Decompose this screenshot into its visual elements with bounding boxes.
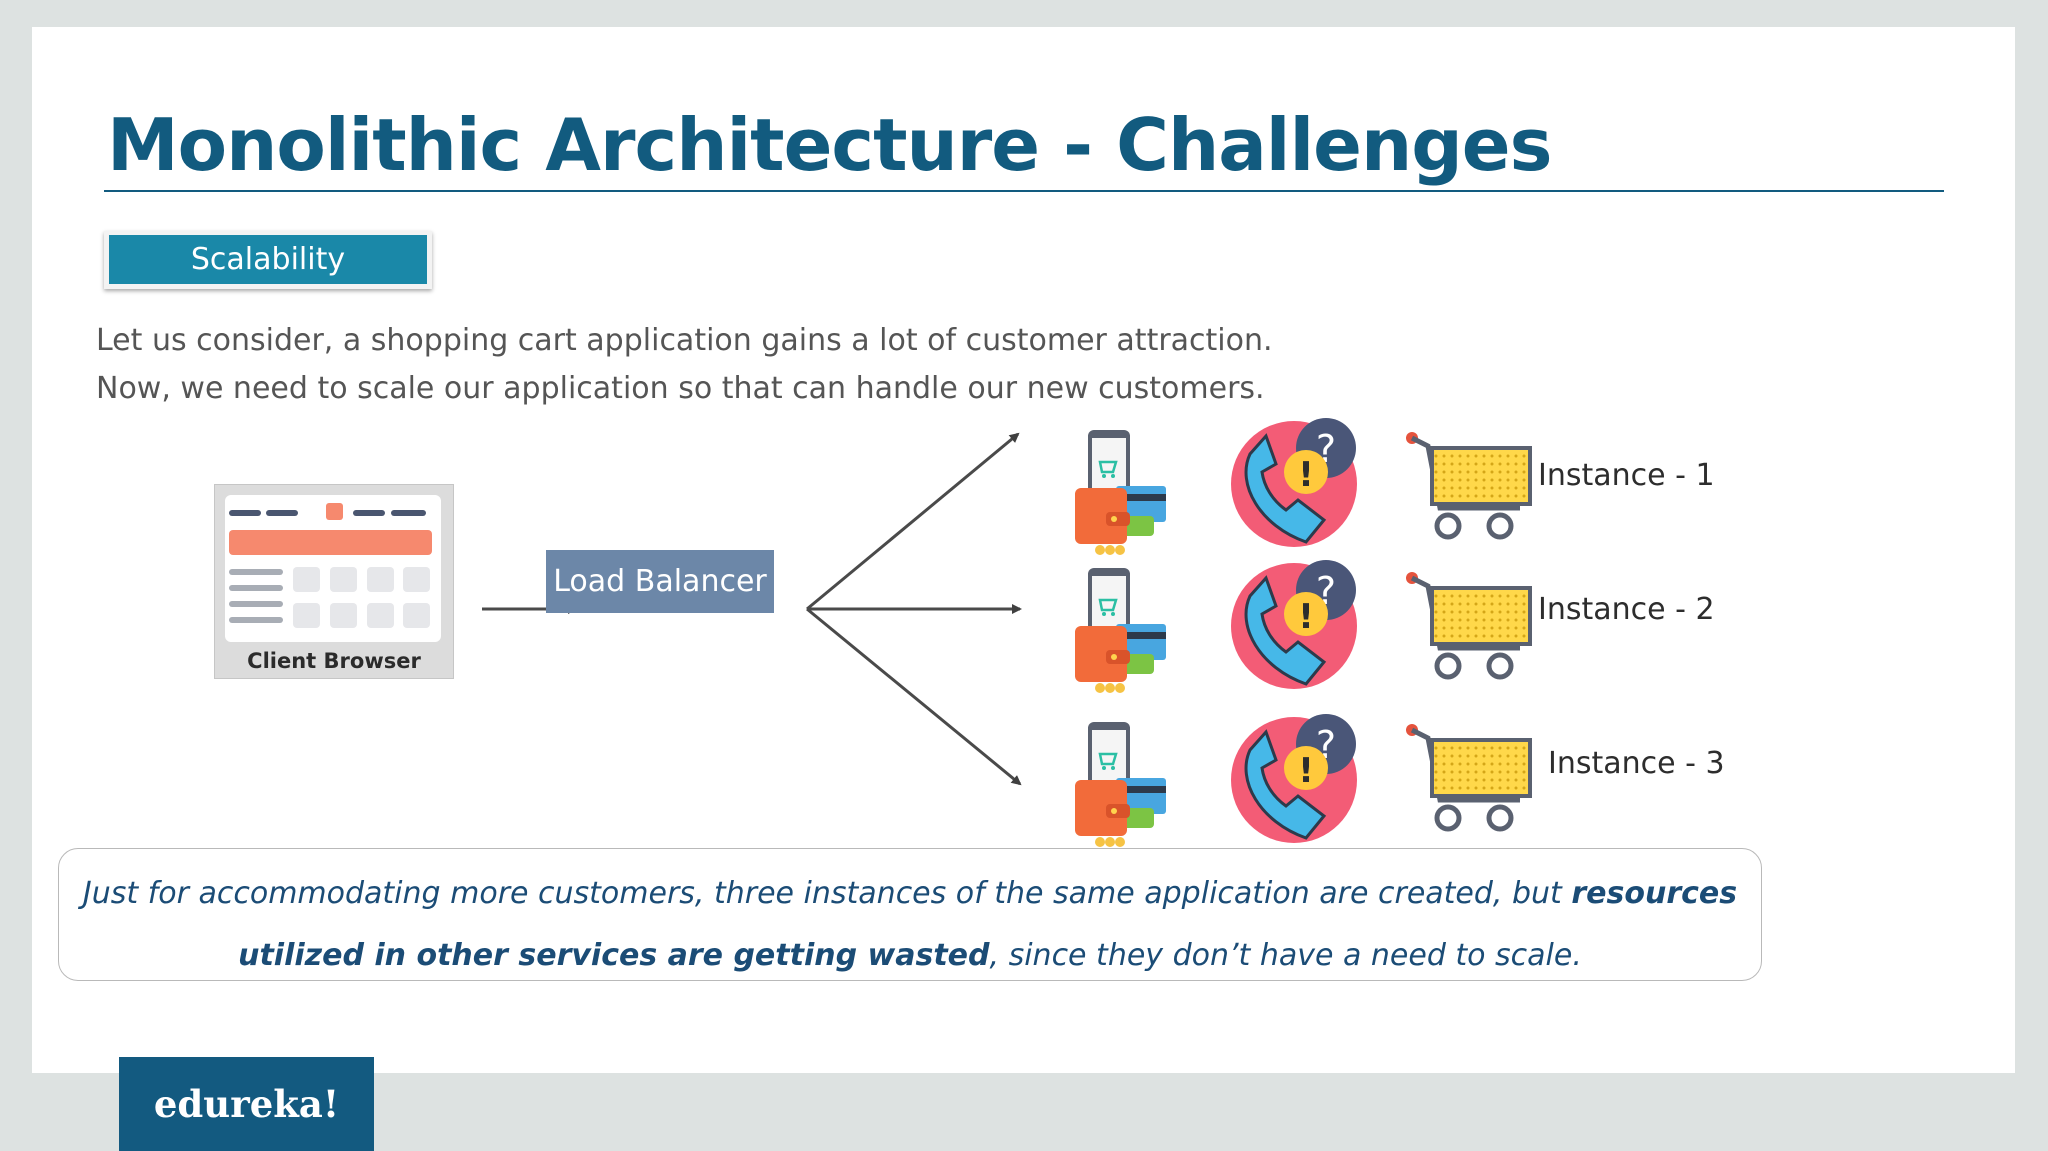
client-browser: Client Browser [214,484,454,679]
note-part-1: Just for accommodating more customers, t… [82,876,1572,911]
instance-3-label: Instance - 3 [1548,746,1725,781]
instance-2-label: Instance - 2 [1538,592,1715,627]
support-call-icon: ? ! [1228,556,1364,696]
support-call-icon: ? ! [1228,710,1364,850]
shopping-cart-icon [1400,720,1536,838]
summary-note-text: Just for accommodating more customers, t… [59,863,1761,987]
instance-1-label: Instance - 1 [1538,458,1715,493]
shopping-cart-icon [1400,568,1536,686]
svg-text:!: ! [1298,455,1314,495]
note-bold: resources utilized in other services are… [238,876,1738,973]
intro-line-1: Let us consider, a shopping cart applica… [96,323,1273,358]
edureka-logo: edureka! [119,1057,374,1151]
slide-title: Monolithic Architecture - Challenges [107,103,1552,187]
lb-to-instance-3-arrow [806,607,1022,786]
support-call-icon: ? ! [1228,414,1364,554]
load-balancer: Load Balancer [546,550,774,613]
note-part-2: , since they don’t have a need to scale. [989,938,1582,973]
mobile-wallet-icon [1070,428,1184,564]
scalability-badge-label: Scalability [109,235,427,284]
intro-line-2: Now, we need to scale our application so… [96,371,1265,406]
client-browser-label: Client Browser [247,649,421,673]
lb-to-instance-1-arrow [806,432,1020,611]
shopping-cart-icon [1400,428,1536,546]
summary-note: Just for accommodating more customers, t… [58,848,1762,981]
title-divider [104,190,1944,192]
scalability-badge: Scalability [104,231,432,289]
mobile-wallet-icon [1070,720,1184,856]
svg-text:!: ! [1298,597,1314,637]
svg-text:!: ! [1298,751,1314,791]
browser-icon [225,495,441,642]
mobile-wallet-icon [1070,566,1184,702]
intro-text: Let us consider, a shopping cart applica… [96,317,1273,413]
